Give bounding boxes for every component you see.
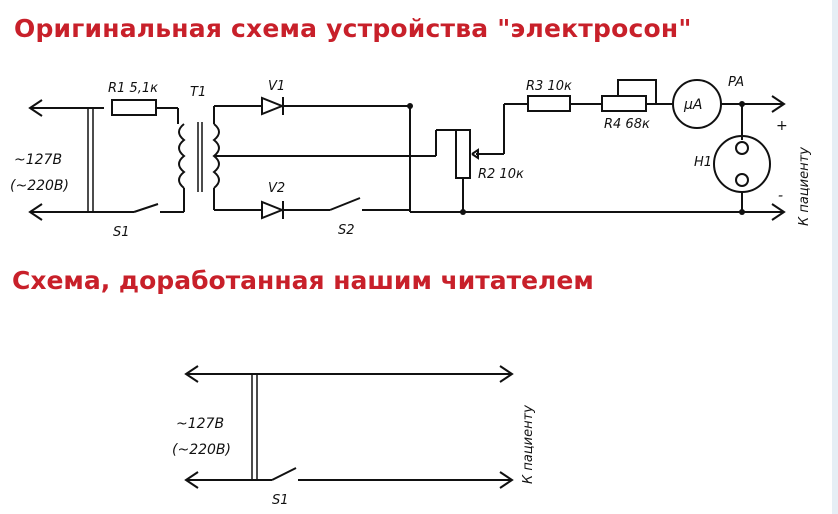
- microammeter-pa: [672, 79, 786, 129]
- diode-v1: [214, 96, 410, 116]
- modified-circuit: ~127В (~220В) S1 К пациенту: [172, 365, 536, 508]
- transformer-t1: [178, 106, 436, 210]
- variable-resistor-r4: [601, 79, 672, 112]
- original-circuit: ~127В (~220В) R1 5,1к S1 T1: [10, 75, 812, 240]
- output-terminal-bottom: [760, 203, 786, 221]
- mod-busbar: [251, 374, 258, 480]
- r1-label: R1 5,1к: [108, 81, 158, 96]
- v2-label: V2: [268, 181, 285, 196]
- t1-label: T1: [190, 85, 206, 100]
- patient-label-modified: К пациенту: [521, 405, 536, 484]
- r4-label: R4 68к: [604, 117, 650, 132]
- patient-label-original: К пациенту: [797, 147, 812, 226]
- supply-label-127: ~127В: [14, 152, 62, 168]
- potentiometer-r2: [435, 104, 505, 215]
- s2-label: S2: [338, 223, 355, 238]
- mod-line-bottom: [184, 467, 514, 489]
- pa-label: PA: [728, 75, 744, 90]
- original-circuit-heading: Оригинальная схема устройства "электросо…: [14, 14, 692, 43]
- mod-s1-label: S1: [272, 493, 289, 508]
- lamp-h1: [713, 104, 771, 215]
- input-terminal-bottom: [28, 203, 112, 221]
- mod-supply-label-220: (~220В): [172, 442, 231, 458]
- r2-label: R2 10к: [478, 167, 524, 182]
- resistor-r3: [504, 95, 602, 112]
- switch-s1: [112, 188, 185, 213]
- s1-label: S1: [113, 225, 130, 240]
- mod-supply-label-127: ~127В: [176, 416, 224, 432]
- meter-symbol: μA: [683, 97, 702, 113]
- mod-line-top: [184, 365, 514, 383]
- right-edge-strip: [832, 0, 838, 514]
- input-busbar: [87, 108, 94, 212]
- switch-s2: [329, 197, 410, 211]
- resistor-r1: [111, 99, 179, 124]
- h1-label: H1: [694, 155, 712, 170]
- v1-label: V1: [268, 79, 285, 94]
- supply-label-220: (~220В): [10, 178, 69, 194]
- diode-v2: [214, 200, 330, 220]
- minus-label: -: [778, 188, 783, 204]
- plus-label: +: [776, 118, 788, 134]
- input-terminal-top: [28, 99, 104, 117]
- r3-label: R3 10к: [526, 79, 572, 94]
- modified-circuit-heading: Схема, доработанная нашим читателем: [12, 266, 594, 295]
